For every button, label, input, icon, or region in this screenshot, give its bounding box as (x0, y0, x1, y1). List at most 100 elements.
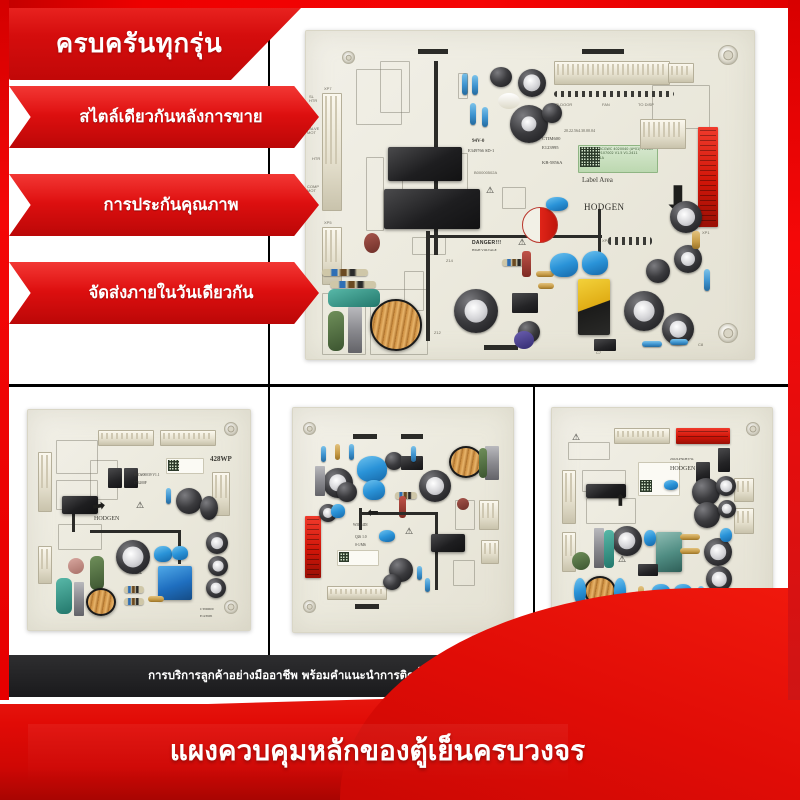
footer-title-wrap: แผงควบคุมหลักของตู้เย็นครบวงจร (0, 716, 800, 786)
trace (355, 604, 379, 609)
trace (582, 49, 624, 54)
relay-component (384, 189, 480, 229)
trace (72, 502, 75, 532)
cert-code: E123995 (200, 614, 213, 618)
capacitor-purple (514, 331, 534, 349)
frame-edge-right (788, 0, 800, 700)
thermistor (457, 498, 469, 510)
resistor (502, 259, 528, 266)
silkscreen-outline (380, 61, 410, 113)
header-banner: ครบครันทุกรุ่น (9, 8, 269, 80)
resistor (472, 75, 478, 95)
capacitor-white (498, 93, 520, 109)
up-arrow-icon: ➡ (610, 493, 630, 507)
feature-label-1: สไตล์เดียวกันหลังการขาย (79, 106, 263, 126)
capacitor (646, 259, 670, 283)
resistor (704, 269, 710, 291)
trace (353, 434, 377, 439)
resistor (124, 598, 144, 605)
warning-badge (522, 207, 558, 243)
toroid-coil (370, 299, 422, 351)
toroid-coil (86, 588, 116, 616)
capacitor-blue (720, 528, 732, 542)
grid-divider-horizontal (9, 384, 788, 387)
mount-hole (224, 600, 238, 614)
resistor (322, 269, 368, 276)
sub-code: Q26 1.0 (355, 535, 367, 539)
capacitor (206, 578, 226, 598)
mount-hole (718, 323, 738, 343)
model-code: KB-5856A (542, 160, 563, 165)
feature-label-3: จัดส่งภายในวันเดียวกัน (88, 282, 254, 302)
transformer-blue (158, 566, 192, 600)
connector-red (676, 428, 730, 444)
capacitor (383, 574, 401, 590)
trace (359, 508, 362, 530)
capacitor (694, 502, 720, 528)
mount-hole (718, 45, 738, 65)
capacitor (718, 500, 736, 518)
trace (90, 530, 180, 533)
connector-white-ribbon (327, 586, 387, 600)
capacitor (510, 105, 548, 143)
resistor (680, 534, 700, 540)
resistor (670, 339, 688, 345)
capacitor-blue (331, 504, 345, 518)
capacitor (385, 452, 403, 470)
trace (484, 345, 518, 350)
trace (359, 512, 437, 515)
board-rev: W5D-4DI (353, 523, 368, 527)
qr-code (580, 147, 600, 167)
silkscreen-outline (568, 442, 610, 460)
resistor (425, 578, 430, 592)
cap-code: 0-1/M6 (355, 543, 366, 547)
warning-triangle-icon (405, 528, 415, 537)
resistor (321, 446, 326, 462)
ul-mark: 94V-0 (472, 139, 485, 144)
heatsink (315, 466, 325, 496)
capacitor-red (399, 496, 406, 518)
connector-white (668, 63, 694, 83)
capacitor-blue (546, 197, 568, 211)
ul-file: E349766 SD-1 (468, 148, 495, 153)
heatsink (348, 307, 362, 353)
silkscreen-outline (56, 440, 98, 474)
warning-triangle-icon (572, 434, 582, 443)
connector-red (698, 127, 718, 227)
capacitor (542, 103, 562, 123)
ic-chip (638, 564, 658, 576)
feature-chevron-2: การประกันคุณภาพ (9, 174, 319, 236)
resistor (148, 596, 164, 602)
serial-number: 2022LP5KH37m (670, 457, 694, 461)
capacitor-large (419, 470, 451, 502)
solder-pads (608, 237, 652, 245)
resistor (395, 492, 417, 499)
capacitor (670, 201, 702, 233)
feature-chevron-1: สไตล์เดียวกันหลังการขาย (9, 86, 319, 148)
silkscreen-outline (458, 73, 468, 99)
connector-white (38, 546, 52, 584)
capacitor-blue (357, 456, 387, 482)
capacitor (206, 532, 228, 554)
cert-code: E123995 (542, 145, 559, 150)
capacitor (716, 476, 736, 496)
resistor (538, 283, 554, 289)
footer-title: แผงควบคุมหลักของตู้เย็นครบวงจร (169, 734, 586, 767)
connector-white (562, 470, 576, 524)
mount-hole (303, 600, 316, 613)
silkscreen-outline (502, 187, 526, 209)
capacitor-blue (363, 480, 385, 500)
capacitor-red (522, 251, 531, 277)
ic-chip (512, 293, 538, 313)
capacitor (674, 245, 702, 273)
capacitor-blue (379, 530, 395, 542)
capacitor (176, 488, 202, 514)
brand-text: HODGEN (94, 516, 120, 522)
mount-hole (224, 422, 238, 436)
capacitor-green (328, 311, 344, 351)
ic-chip (124, 468, 138, 488)
qr-code (640, 480, 652, 492)
capacitor (208, 556, 228, 576)
frame-edge-left (0, 0, 9, 700)
